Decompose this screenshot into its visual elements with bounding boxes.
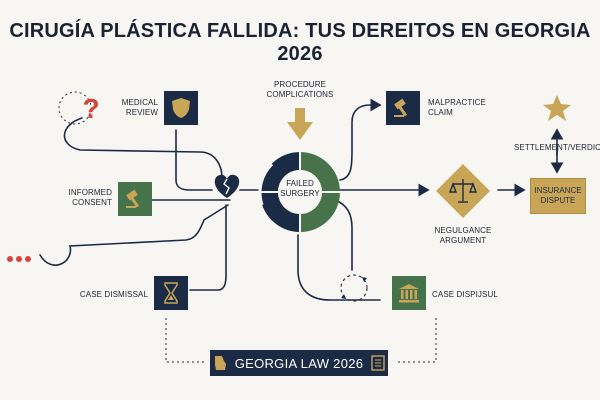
connector-question	[63, 117, 223, 179]
dotted-left	[165, 318, 204, 363]
connector-bottom-loop	[297, 234, 381, 301]
cycle-arrows-icon	[340, 274, 368, 302]
dotted-right	[396, 318, 437, 363]
question-mark-icon: ?	[58, 91, 100, 125]
svg-text:?: ?	[82, 93, 99, 124]
broken-heart-icon	[214, 174, 240, 198]
connector-case-dispute	[334, 199, 353, 271]
connector-dots	[39, 204, 229, 266]
ellipsis-icon	[7, 256, 31, 262]
courthouse-icon	[399, 284, 419, 303]
connector-dismissal	[189, 204, 227, 291]
gavel-icon	[126, 189, 140, 208]
malpractice-claim-tile	[386, 91, 420, 125]
case-dispute-label: CASE DISPIJSUL	[432, 290, 498, 299]
shield-icon	[172, 98, 190, 118]
connector-medical	[175, 129, 213, 191]
georgia-law-bar: GEORGIA LAW 2026	[210, 350, 388, 376]
georgia-law-label: GEORGIA LAW 2026	[234, 355, 364, 371]
document-icon	[371, 355, 385, 371]
star-icon	[543, 95, 571, 121]
failed-surgery-donut	[258, 150, 342, 234]
negligence-diamond	[436, 164, 490, 218]
page-title: CIRUGÍA PLÁSTICA FALLIDA: TUS DEREITOS E…	[9, 20, 591, 65]
hourglass-icon	[164, 282, 178, 304]
gavel-icon	[394, 98, 408, 117]
georgia-map-icon	[214, 356, 226, 370]
medical-review-tile	[164, 91, 198, 125]
case-dismissal-tile	[154, 276, 188, 310]
case-dispute-tile	[392, 276, 426, 310]
case-dismissal-label: CASE DISMISSAL	[79, 290, 148, 299]
scales-icon	[448, 179, 478, 203]
settlement-verdict-label: SETTLEMENT/VERDICT	[514, 143, 600, 152]
informed-consent-tile	[118, 182, 152, 216]
connector-malpractice	[339, 98, 382, 181]
down-arrow-icon	[287, 108, 313, 140]
